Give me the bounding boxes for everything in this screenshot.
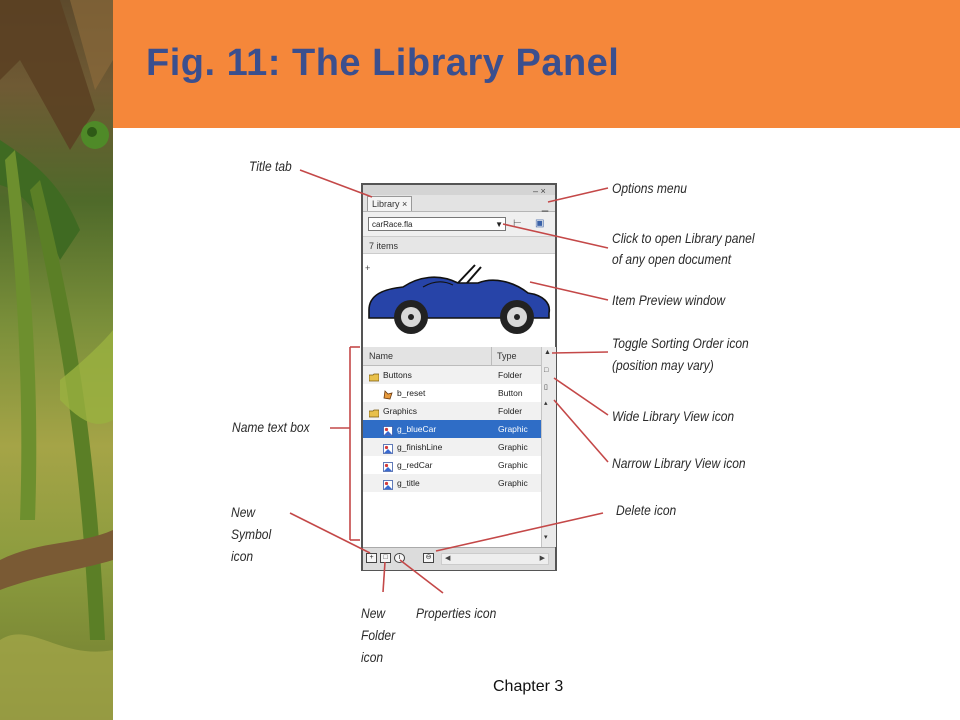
- list-item[interactable]: b_reset Button: [363, 384, 541, 402]
- list-item[interactable]: g_redCar Graphic: [363, 456, 541, 474]
- scroll-up-arrow-icon[interactable]: ▴: [544, 400, 548, 407]
- scroll-down-arrow-icon[interactable]: ▾: [544, 534, 548, 541]
- panel-title-bar[interactable]: – ×: [363, 185, 555, 197]
- panel-bottom-bar: + □ i ⊖ ◀ ▶: [363, 547, 555, 570]
- item-name: b_reset: [397, 388, 426, 398]
- annotation-wide-view: Wide Library View icon: [612, 408, 735, 424]
- pin-library-icon[interactable]: ⊢: [513, 218, 522, 229]
- annotation-new-symbol-1: New: [231, 504, 256, 520]
- list-item[interactable]: g_finishLine Graphic: [363, 438, 541, 456]
- document-row: carRace.fla ▼ ⊢ ▣: [363, 212, 555, 236]
- properties-icon[interactable]: i: [394, 553, 405, 563]
- list-item[interactable]: g_blueCar Graphic: [363, 420, 541, 438]
- tab-label: Library: [372, 199, 400, 209]
- decorative-photo-strip: [0, 0, 113, 720]
- annotation-item-preview: Item Preview window: [612, 292, 726, 308]
- title-banner: [113, 0, 960, 128]
- horizontal-scrollbar[interactable]: ◀ ▶: [441, 553, 549, 565]
- annotation-new-folder-1: New: [361, 605, 386, 621]
- annotation-options-menu: Options menu: [612, 180, 687, 196]
- graphic-symbol-icon: [383, 424, 393, 436]
- delete-icon[interactable]: ⊖: [423, 553, 434, 563]
- annotation-new-folder-2: Folder: [361, 627, 396, 643]
- vertical-scrollbar[interactable]: ▲ □ ▯ ▴ ▾: [541, 347, 556, 547]
- wide-library-view-icon[interactable]: □: [544, 367, 549, 374]
- window-controls[interactable]: – ×: [533, 186, 546, 196]
- annotation-open-library-2: of any open document: [612, 251, 732, 267]
- item-name: g_title: [397, 478, 420, 488]
- annotation-title-tab: Title tab: [249, 158, 292, 174]
- scroll-right-arrow-icon[interactable]: ▶: [539, 555, 545, 562]
- item-name: g_finishLine: [397, 442, 443, 452]
- item-count: 7 items: [363, 236, 555, 254]
- document-select-value: carRace.fla: [372, 220, 413, 229]
- graphic-symbol-icon: [383, 478, 393, 490]
- slide-title: Fig. 11: The Library Panel: [146, 42, 620, 84]
- item-type: Button: [498, 388, 523, 398]
- annotation-toggle-sort-2: (position may vary): [612, 357, 714, 373]
- registration-point-icon: +: [365, 263, 371, 273]
- new-symbol-icon[interactable]: +: [366, 553, 377, 563]
- item-type: Folder: [498, 370, 523, 380]
- tab-row: Library × ☰: [363, 195, 555, 219]
- item-preview-window: +: [363, 255, 555, 345]
- annotation-new-symbol-2: Symbol: [231, 526, 272, 542]
- list-header: Name Type: [363, 347, 541, 366]
- annotation-name-text-box: Name text box: [232, 419, 310, 435]
- slide-footer: Chapter 3: [493, 678, 564, 695]
- document-select[interactable]: carRace.fla ▼: [368, 217, 506, 231]
- annotation-narrow-view: Narrow Library View icon: [612, 455, 746, 471]
- annotation-toggle-sort-1: Toggle Sorting Order icon: [612, 335, 749, 351]
- narrow-library-view-icon[interactable]: ▯: [544, 384, 548, 391]
- graphic-symbol-icon: [383, 460, 393, 472]
- blue-car-preview: [368, 264, 551, 334]
- item-name: Graphics: [383, 406, 418, 416]
- toggle-sorting-order-icon[interactable]: ▲: [544, 349, 551, 356]
- column-header-name[interactable]: Name: [369, 351, 394, 361]
- item-type: Graphic: [498, 442, 528, 452]
- column-header-type[interactable]: Type: [491, 347, 517, 365]
- list-item[interactable]: g_title Graphic: [363, 474, 541, 492]
- item-name: g_blueCar: [397, 424, 437, 434]
- mantis-on-branch-image: [0, 0, 113, 720]
- item-type: Graphic: [498, 478, 528, 488]
- library-panel: – × Library × ☰ carRace.fla ▼ ⊢ ▣ 7 item…: [361, 183, 557, 571]
- scroll-left-arrow-icon[interactable]: ◀: [445, 555, 451, 562]
- tab-close-icon[interactable]: ×: [402, 199, 408, 209]
- item-type: Graphic: [498, 460, 528, 470]
- annotation-new-folder-3: icon: [361, 649, 384, 665]
- new-library-panel-icon[interactable]: ▣: [535, 218, 545, 229]
- item-name: Buttons: [383, 370, 412, 380]
- library-title-tab[interactable]: Library ×: [367, 196, 413, 211]
- annotation-delete-icon: Delete icon: [616, 502, 677, 518]
- item-type: Graphic: [498, 424, 528, 434]
- graphic-symbol-icon: [383, 442, 393, 454]
- item-type: Folder: [498, 406, 523, 416]
- list-item[interactable]: Buttons Folder: [363, 366, 541, 384]
- list-item[interactable]: Graphics Folder: [363, 402, 541, 420]
- annotation-new-symbol-3: icon: [231, 548, 254, 564]
- annotation-properties-icon: Properties icon: [416, 605, 497, 621]
- annotation-open-library-1: Click to open Library panel: [612, 230, 755, 246]
- button-symbol-icon: [383, 388, 393, 400]
- item-name: g_redCar: [397, 460, 433, 470]
- chevron-down-icon: ▼: [495, 220, 503, 229]
